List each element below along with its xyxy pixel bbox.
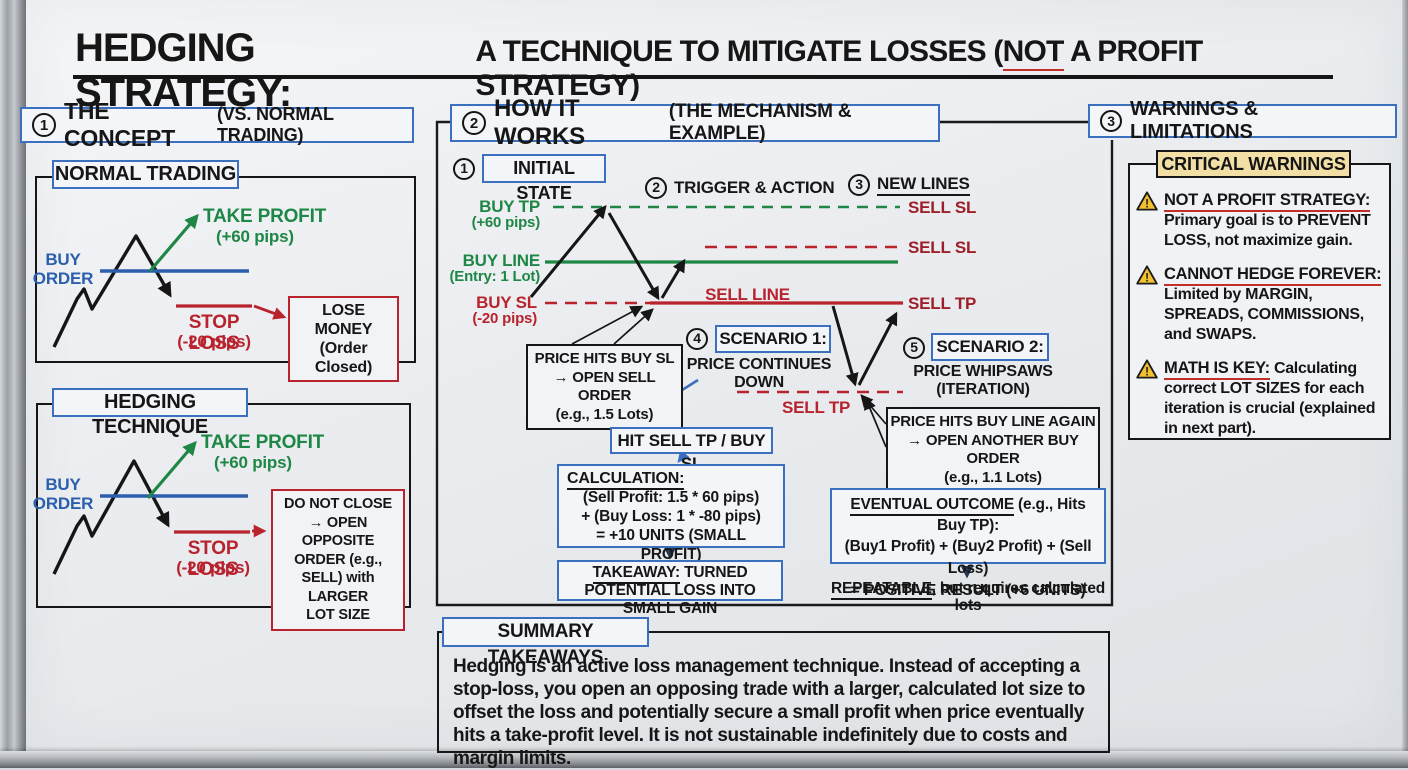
summary-title: SUMMARY TAKEAWAYS [442,617,649,668]
hit-sell-tp-box: HIT SELL TP / BUY SL [610,427,773,473]
warning-icon: ! [1136,358,1158,439]
how-header: 2 HOW IT WORKS (THE MECHANISM & EXAMPLE) [450,95,940,150]
critical-warnings-box [1128,163,1391,440]
svg-text:!: ! [1145,364,1149,378]
title-underline [73,75,1333,79]
normal-take-profit-label: TAKE PROFIT [203,206,327,227]
scenario2-sub2: (ITERATION) [936,381,1030,398]
warning-item: ! MATH IS KEY: Calculating correct LOT S… [1136,358,1384,439]
normal-trading-title: NORMAL TRADING [52,160,239,189]
hedging-technique-title: HEDGING TECHNIQUE [52,388,248,438]
warning-icon: ! [1136,264,1158,345]
buy-line-entry: (Entry: 1 Lot) [449,268,540,285]
svg-text:!: ! [1145,270,1149,284]
price-hits-buy-sl-note: PRICE HITS BUY SL → OPEN SELL ORDER (e.g… [526,344,683,430]
buy-tp-pips: (+60 pips) [471,214,541,231]
concept-header: 1 THE CONCEPT (VS. NORMAL TRADING) [20,98,414,151]
calculation-line2: + (Buy Loss: 1 * -80 pips) [581,508,761,525]
price-hits-buy-line-again-note: PRICE HITS BUY LINE AGAIN → OPEN ANOTHER… [886,407,1100,493]
warnings-header: 3 WARNINGS & LIMITATIONS [1088,98,1397,143]
do-not-close-box: DO NOT CLOSE → OPEN OPPOSITE ORDER (e.g.… [271,489,405,631]
warnings-title: WARNINGS & LIMITATIONS [1130,98,1259,143]
warning-item: ! NOT A PROFIT STRATEGY: Primary goal is… [1136,190,1384,251]
title-not-underlined: NOT [1002,35,1064,71]
hedging-take-profit-label: TAKE PROFIT [201,432,325,453]
scenario2-title: SCENARIO 2: [931,333,1049,361]
sell-sl-top-label: SELL SL [908,198,977,217]
scenario2-sub1: PRICE WHIPSAWS [913,363,1053,380]
how-number-badge: 2 [462,111,486,135]
scenario1-sub2: DOWN [734,374,784,391]
scenario2-badge: 5 [903,337,925,359]
scenario1-title: SCENARIO 1: [715,325,831,353]
calculation-line3: = +10 UNITS (SMALL PROFIT) [596,527,746,563]
buy-line-label: BUY LINE [462,251,541,270]
sell-line-label: SELL LINE [705,285,790,304]
concept-number-badge: 1 [32,113,56,137]
normal-stop-loss-pips: (-20 pips) [177,332,251,351]
sell-tp-lower-label: SELL TP [782,398,851,417]
scenario1-badge: 4 [686,328,708,350]
warnings-list: ! NOT A PROFIT STRATEGY: Primary goal is… [1136,190,1384,452]
sell-tp-right-label: SELL TP [908,294,977,313]
warning-item: ! CANNOT HEDGE FOREVER: Limited by MARGI… [1136,264,1384,345]
warning-icon: ! [1136,190,1158,251]
initial-state-label: INITIAL STATE [482,154,606,203]
buy-sl-label: BUY SL [476,293,537,312]
scenario1-sub1: PRICE CONTINUES [686,356,832,373]
calculation-line1: (Sell Profit: 1.5 * 60 pips) [582,489,760,506]
eventual-outcome-box: EVENTUAL OUTCOME (e.g., Hits Buy TP): (B… [830,488,1106,599]
sell-sl-mid-label: SELL SL [908,238,977,257]
outcome-title-line: EVENTUAL OUTCOME (e.g., Hits Buy TP): [850,496,1086,534]
trigger-action-label: 2 TRIGGER & ACTION [645,177,835,199]
takeaway-text: TURNED POTENTIAL LOSS INTO SMALL GAIN [584,564,756,617]
whiteboard-tray [0,751,1408,768]
how-subtitle: (THE MECHANISM & EXAMPLE) [668,101,852,144]
calculation-title: CALCULATION: [567,470,775,490]
warnings-number-badge: 3 [1100,110,1122,132]
repeatable-note: REPEATABLE, but requires calculated lots [830,580,1106,615]
outcome-line3: = POSITIVE RESULT (+6 UNITS) [850,582,1086,599]
whiteboard-frame-right [1402,0,1408,768]
buy-tp-label: BUY TP [479,197,540,216]
concept-subtitle: (VS. NORMAL TRADING) [216,104,334,145]
hedging-stop-loss-label: STOP LOSS [187,538,239,581]
summary-box [437,631,1110,753]
how-title: HOW IT WORKS [494,95,585,150]
hedging-take-profit-pips: (+60 pips) [214,453,292,472]
new-lines-label: 3 NEW LINES [848,174,970,197]
takeaway-title: TAKEAWAY: [592,564,680,584]
page-title-sub: A TECHNIQUE TO MITIGATE LOSSES (NOT A PR… [475,35,1203,102]
outcome-line2: (Buy1 Profit) + (Buy2 Profit) + (Sell Lo… [844,538,1092,577]
buy-sl-pips: (-20 pips) [472,310,537,327]
svg-text:!: ! [1145,196,1149,210]
hedging-stop-loss-pips: (-20 pips) [176,558,250,577]
takeaway-box: TAKEAWAY: TURNED POTENTIAL LOSS INTO SMA… [557,560,783,617]
lose-money-box: LOSE MONEY (Order Closed) [288,296,399,382]
summary-body: Hedging is an active loss management tec… [453,656,1085,769]
calculation-box: CALCULATION: (Sell Profit: 1.5 * 60 pips… [557,464,785,563]
critical-warnings-title: CRITICAL WARNINGS [1156,150,1351,178]
concept-title: THE CONCEPT [64,98,176,151]
step1-badge: 1 [453,158,475,180]
normal-stop-loss-label: STOP LOSS [188,312,240,355]
normal-take-profit-pips: (+60 pips) [216,227,294,246]
